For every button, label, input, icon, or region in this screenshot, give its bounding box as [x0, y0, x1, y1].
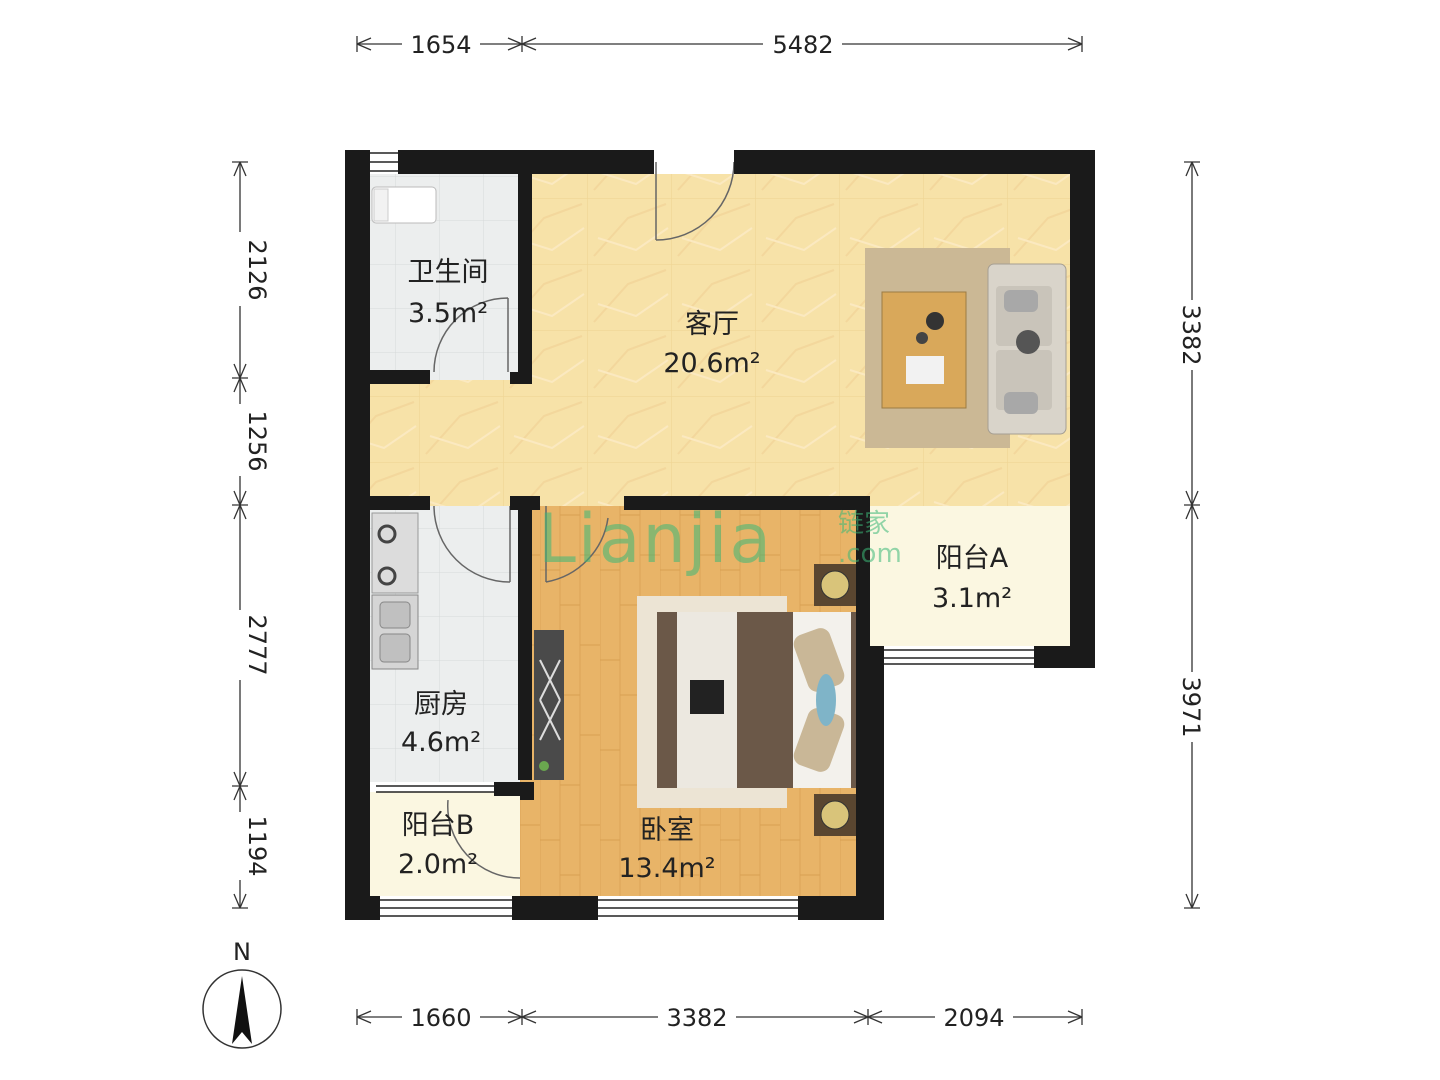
balcony-a-floor	[870, 506, 1070, 646]
balcony-b-door-icon	[447, 799, 521, 879]
dim-bottom-2: 3382	[666, 1004, 727, 1032]
balcony-a-area: 3.1m²	[932, 583, 1012, 614]
dim-left-4: 1194	[243, 815, 271, 876]
dimension-labels: 1654 5482 1660 3382 2094 2126 1256 2777 …	[243, 31, 1205, 1032]
bathroom-door-icon	[433, 297, 509, 373]
living-room-area: 20.6m²	[663, 348, 760, 379]
kitchen-door-icon	[433, 505, 511, 583]
watermark-cn: 链家	[838, 509, 890, 539]
bedroom-door-icon	[545, 506, 609, 583]
living-room-name: 客厅	[685, 309, 739, 340]
compass-north-label: N	[233, 938, 251, 966]
bathroom-name: 卫生间	[408, 257, 489, 288]
furniture	[371, 186, 1067, 836]
doors	[433, 161, 735, 879]
window-icon	[884, 649, 1034, 665]
tv-cabinet-icon	[534, 630, 564, 780]
dim-left-1: 2126	[243, 239, 271, 300]
balcony-b-area: 2.0m²	[398, 849, 478, 880]
balcony-b-floor	[370, 792, 520, 896]
dim-top-2: 5482	[772, 31, 833, 59]
dim-right-1: 3382	[1177, 304, 1205, 365]
kitchen-area: 4.6m²	[401, 727, 481, 758]
window-icon	[376, 785, 494, 793]
kitchen-name: 厨房	[414, 689, 468, 720]
dim-left-2: 1256	[243, 410, 271, 471]
compass-arrow-icon	[232, 976, 252, 1044]
dim-top-1: 1654	[410, 31, 471, 59]
balcony-a-name: 阳台A	[936, 543, 1009, 574]
watermark-brand: Lianjia	[538, 500, 773, 579]
dim-right-2: 3971	[1177, 676, 1205, 737]
coffee-table-icon	[881, 291, 967, 409]
dim-bottom-3: 2094	[943, 1004, 1004, 1032]
watermark-suffix: .com	[838, 539, 902, 569]
walls	[345, 150, 1095, 920]
bathroom-area: 3.5m²	[408, 298, 488, 329]
dim-left-3: 2777	[243, 614, 271, 675]
bedroom-area: 13.4m²	[618, 853, 715, 884]
room-labels: 卫生间 3.5m² 客厅 20.6m² 阳台A 3.1m² 厨房 4.6m² 卧…	[398, 257, 1012, 884]
dim-bottom-1: 1660	[410, 1004, 471, 1032]
dimension-lines	[232, 36, 1200, 1025]
bedroom-name: 卧室	[640, 815, 694, 846]
floors	[370, 174, 1070, 896]
balcony-b-name: 阳台B	[402, 810, 475, 841]
compass: N	[202, 938, 282, 1049]
window-icon	[598, 899, 798, 917]
entrance-door-icon	[655, 161, 735, 241]
windows	[370, 152, 1034, 917]
watermark: Lianjia 链家 .com	[538, 500, 902, 579]
compass-circle	[202, 969, 282, 1049]
window-icon	[380, 899, 512, 917]
window-icon	[370, 152, 398, 172]
